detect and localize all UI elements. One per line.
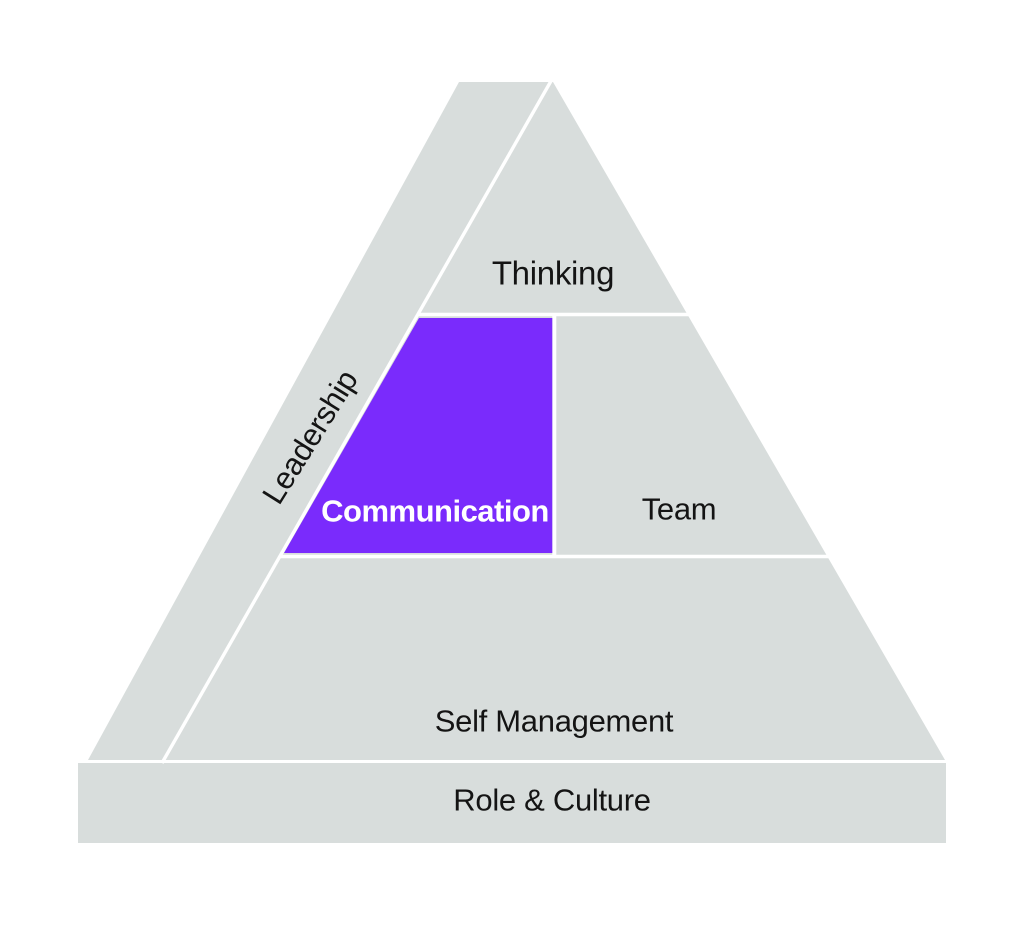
communication-highlight-shape	[284, 318, 553, 553]
divider-leadership-band	[160, 80, 553, 764]
section-label-communication: Communication	[321, 493, 549, 529]
section-label-self-management: Self Management	[434, 703, 674, 739]
section-label-team: Team	[641, 491, 717, 527]
section-label-role-culture: Role & Culture	[453, 782, 651, 818]
base-bar-shape	[78, 763, 946, 843]
section-label-thinking: Thinking	[491, 254, 615, 292]
